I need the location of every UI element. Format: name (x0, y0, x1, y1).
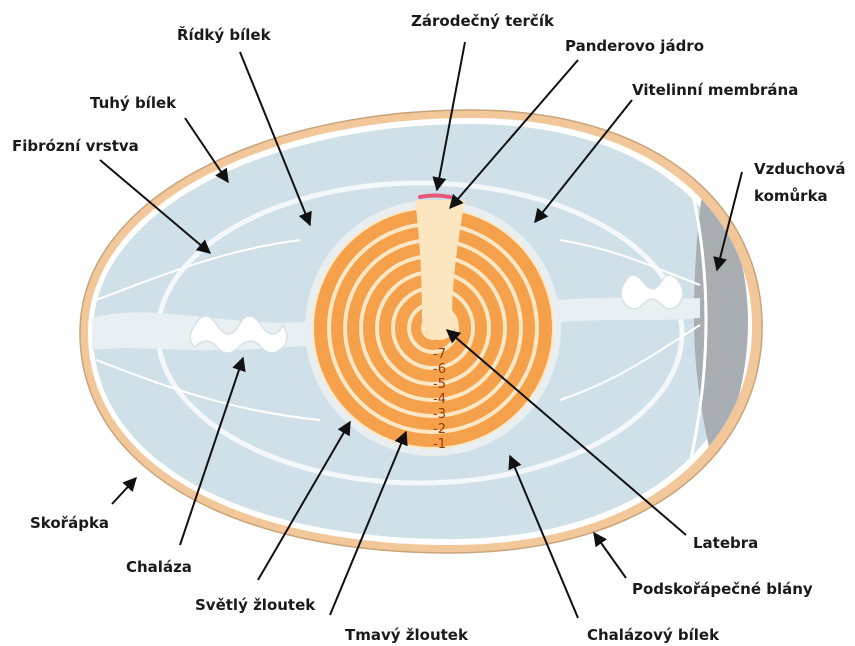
germinal-disc (420, 196, 450, 198)
latebra (425, 310, 455, 340)
yolk-num-1: -1 (433, 437, 446, 452)
label-vzduchova-komurka-1: Vzduchová (754, 160, 846, 178)
yolk-num-6: -6 (433, 362, 446, 377)
yolk-num-4: -4 (433, 392, 446, 407)
arrow-podskorapecne-blany (594, 533, 626, 578)
yolk-num-5: -5 (433, 377, 446, 392)
label-tmavy-zloutek: Tmavý žloutek (345, 626, 469, 644)
label-vzduchova-komurka-2: komůrka (754, 187, 828, 205)
label-tuhy-bilek: Tuhý bílek (90, 94, 177, 112)
label-podskorapecne-blany: Podskořápečné blány (632, 580, 813, 598)
label-latebra: Latebra (693, 534, 758, 552)
label-panderovo-jadro: Panderovo jádro (565, 37, 704, 55)
label-ridky-bilek: Řídký bílek (177, 25, 272, 44)
label-svetly-zloutek: Světlý žloutek (195, 596, 316, 614)
label-chalaza: Chaláza (126, 558, 192, 576)
yolk-num-7: -7 (433, 347, 446, 362)
yolk-num-3: -3 (433, 407, 446, 422)
label-zarodecny-tercik: Zárodečný terčík (411, 12, 555, 30)
label-vitelinni-membrana: Vitelinní membrána (632, 81, 798, 99)
label-skorapka: Skořápka (30, 514, 109, 532)
yolk-num-2: -2 (433, 422, 446, 437)
yolk-layer-numbers: -7 -6 -5 -4 -3 -2 -1 (433, 347, 446, 452)
label-fibrozni-vrstva: Fibrózní vrstva (12, 137, 139, 155)
arrow-skorapka (112, 478, 136, 504)
label-chalazovy-bilek: Chalázový bílek (587, 626, 720, 644)
